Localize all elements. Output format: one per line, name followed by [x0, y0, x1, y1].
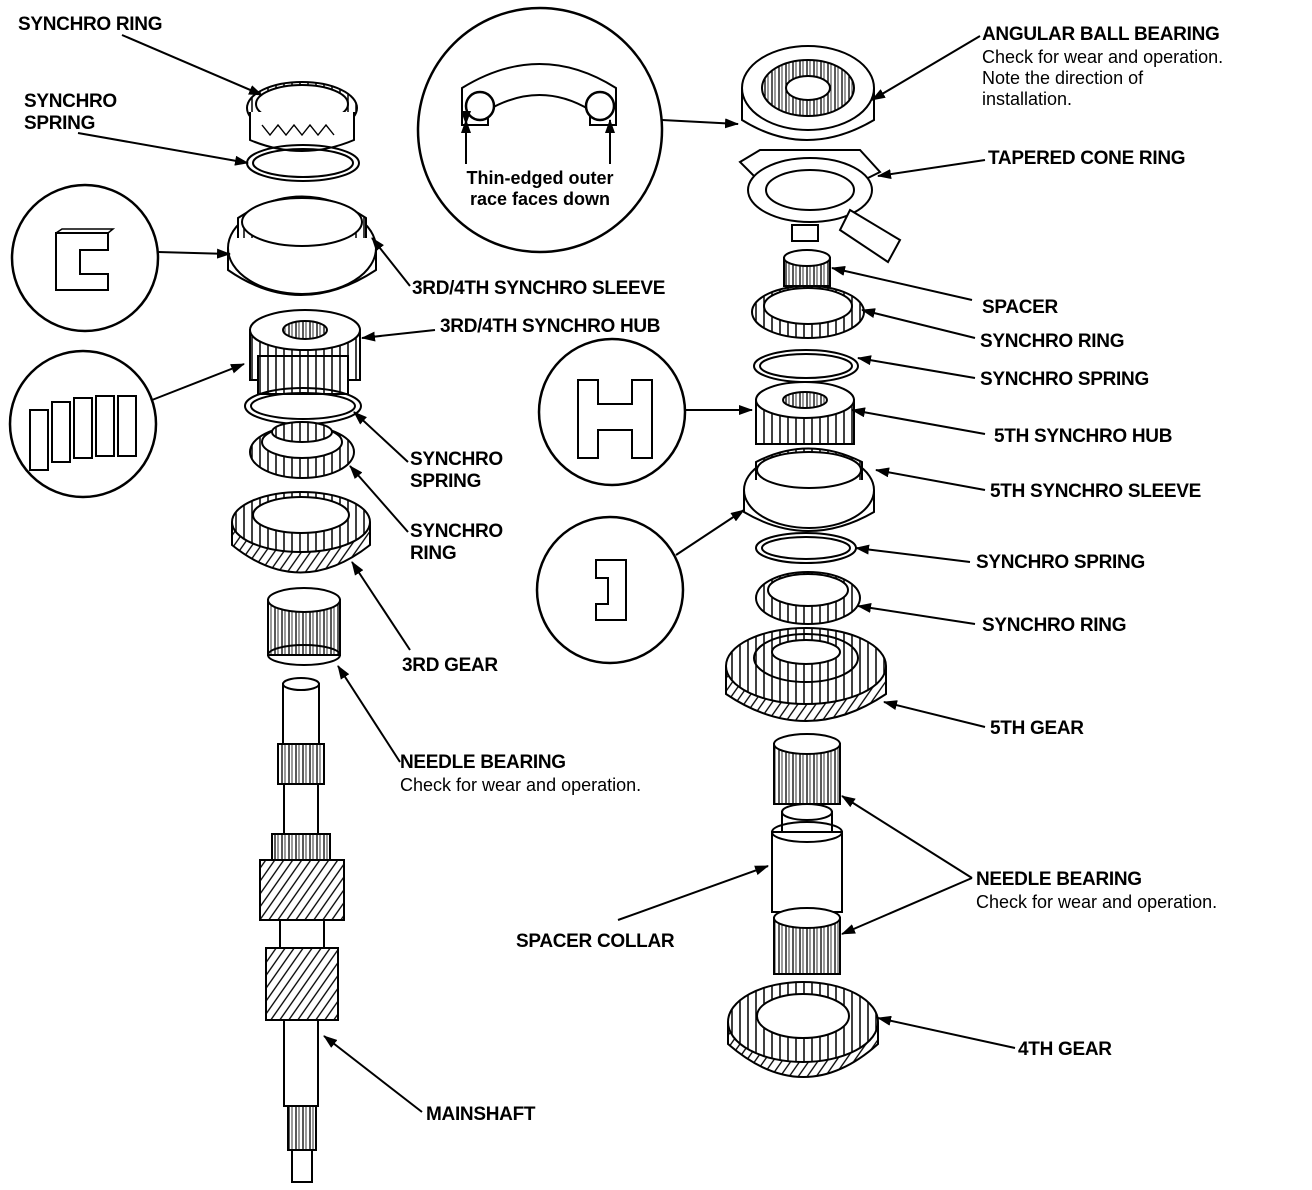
right-synchro-spring-lower	[755, 532, 857, 564]
fifth-sleeve-profile-inset	[535, 515, 685, 665]
right-synchro-spring-upper	[753, 349, 859, 383]
left-third-gear	[231, 491, 371, 574]
note-angular-ball-bearing: Check for wear and operation. Note the d…	[982, 47, 1223, 110]
fifth-synchro-hub	[755, 381, 855, 445]
label-tapered-cone-ring: TAPERED CONE RING	[988, 148, 1186, 169]
label-spacer: SPACER	[982, 297, 1058, 318]
label-4th-gear: 4TH GEAR	[1018, 1039, 1112, 1060]
label-3rd-4th-synchro-hub: 3RD/4TH SYNCHRO HUB	[440, 316, 661, 337]
note-abb-line2: Note the direction of	[982, 68, 1144, 88]
fifth-hub-profile-inset	[537, 337, 687, 487]
inset-caption-line2: race faces down	[469, 189, 611, 209]
label-synchro-spring-top: SYNCHRO SPRING	[24, 91, 117, 135]
label-needle-bearing-left: NEEDLE BEARING	[400, 752, 566, 773]
fifth-synchro-sleeve	[743, 447, 875, 532]
label-synchro-spring-mid-line2: SPRING	[410, 471, 482, 492]
tapered-cone-ring	[738, 149, 902, 264]
mainshaft	[259, 677, 345, 1183]
label-mainshaft: MAINSHAFT	[426, 1104, 536, 1125]
label-synchro-ring-lower: SYNCHRO RING	[982, 615, 1127, 636]
note-abb-line1: Check for wear and operation.	[982, 47, 1224, 67]
sleeve-profile-inset	[10, 183, 160, 333]
label-synchro-ring-top: SYNCHRO RING	[18, 14, 163, 35]
right-synchro-ring-lower	[755, 571, 861, 625]
label-angular-ball-bearing: ANGULAR BALL BEARING	[982, 24, 1220, 45]
left-synchro-ring-mid	[249, 421, 355, 479]
hub-teeth-inset	[8, 349, 158, 499]
label-synchro-spring-top-line1: SYNCHRO	[24, 91, 117, 112]
inset-caption-line1: Thin-edged outer	[466, 168, 614, 188]
label-synchro-spring-top-line2: SPRING	[24, 113, 96, 134]
label-spacer-collar: SPACER COLLAR	[516, 931, 675, 952]
label-3rd-gear: 3RD GEAR	[402, 655, 498, 676]
label-synchro-ring-mid: SYNCHRO RING	[410, 521, 503, 565]
label-5th-gear: 5TH GEAR	[990, 718, 1084, 739]
label-synchro-ring-mid-line1: SYNCHRO	[410, 521, 503, 542]
angular-ball-bearing	[741, 45, 875, 141]
label-synchro-spring-upper: SYNCHRO SPRING	[980, 369, 1149, 390]
label-synchro-ring-upper: SYNCHRO RING	[980, 331, 1125, 352]
label-synchro-ring-mid-line2: RING	[410, 543, 457, 564]
right-synchro-ring-upper	[751, 285, 865, 339]
label-synchro-spring-mid: SYNCHRO SPRING	[410, 449, 503, 493]
leader-lines	[77, 34, 1016, 1113]
label-synchro-spring-mid-line1: SYNCHRO	[410, 449, 503, 470]
spacer-collar	[771, 803, 843, 913]
label-synchro-spring-lower: SYNCHRO SPRING	[976, 552, 1145, 573]
label-3rd-4th-synchro-sleeve: 3RD/4TH SYNCHRO SLEEVE	[412, 278, 666, 299]
fourth-gear	[727, 981, 879, 1078]
left-synchro-hub	[249, 309, 361, 395]
right-needle-bearing-lower	[773, 907, 841, 975]
left-synchro-sleeve	[227, 195, 377, 296]
bearing-cross-section-inset	[416, 6, 664, 254]
left-synchro-spring-mid	[244, 387, 362, 425]
left-needle-bearing	[267, 587, 341, 666]
label-5th-synchro-sleeve: 5TH SYNCHRO SLEEVE	[990, 481, 1202, 502]
fifth-gear	[725, 627, 887, 722]
right-spacer	[783, 249, 831, 287]
inset-outer-race-caption: Thin-edged outer race faces down	[440, 168, 640, 210]
note-needle-bearing-right: Check for wear and operation.	[976, 892, 1218, 912]
label-needle-bearing-right: NEEDLE BEARING	[976, 869, 1142, 890]
label-5th-synchro-hub: 5TH SYNCHRO HUB	[994, 426, 1173, 447]
left-synchro-ring-top	[246, 81, 358, 152]
right-needle-bearing-upper	[773, 733, 841, 805]
note-needle-bearing-left: Check for wear and operation.	[400, 775, 642, 795]
note-abb-line3: installation.	[982, 89, 1073, 109]
